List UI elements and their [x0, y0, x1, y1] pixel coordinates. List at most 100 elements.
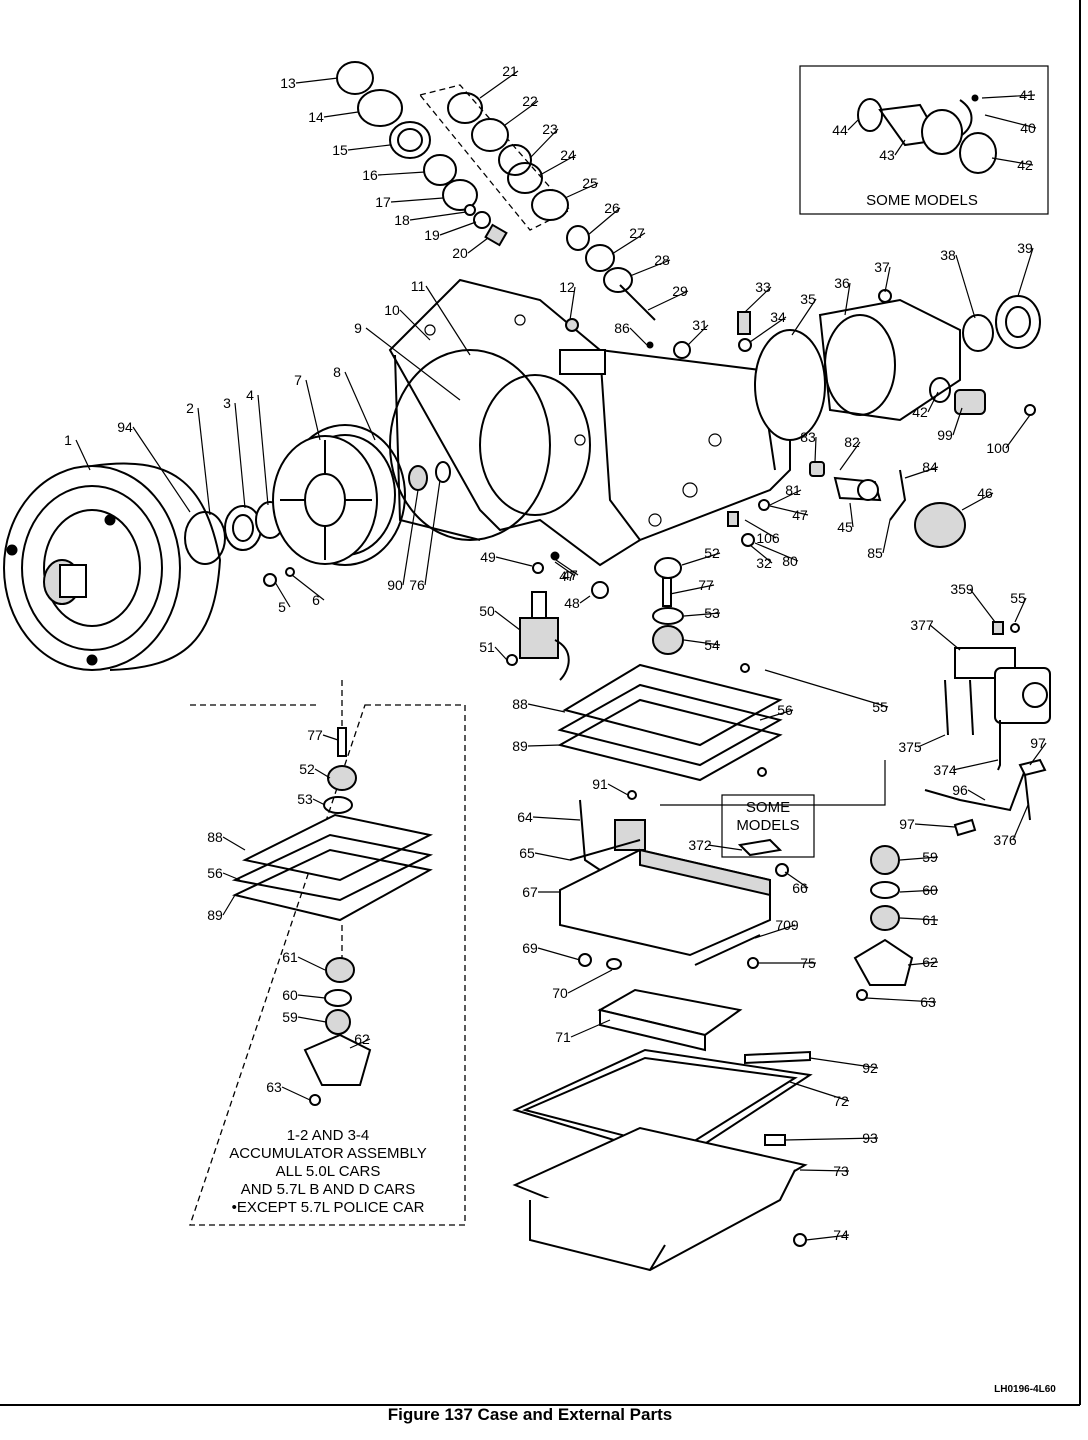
callout-47: 47 — [562, 567, 578, 583]
leader-line-48 — [579, 595, 591, 604]
callout-96: 96 — [952, 782, 968, 798]
leader-lines — [75, 70, 1047, 1241]
callout-375: 375 — [898, 739, 922, 755]
leader-line-18 — [409, 211, 467, 221]
callout-31: 31 — [692, 317, 708, 333]
leader-line-74 — [805, 1234, 850, 1241]
leader-line-62 — [349, 1038, 371, 1049]
leader-line-61 — [899, 917, 939, 921]
leader-line-42 — [991, 157, 1034, 166]
callout-15: 15 — [332, 142, 348, 158]
callout-25: 25 — [582, 175, 598, 191]
leader-line-52 — [314, 768, 331, 779]
callout-23: 23 — [542, 121, 558, 137]
leader-line-86 — [629, 327, 649, 347]
callout-54: 54 — [704, 637, 720, 653]
leader-line-39 — [1017, 247, 1034, 297]
callout-11: 11 — [411, 278, 426, 294]
transmission-case — [388, 278, 791, 567]
callout-89: 89 — [512, 738, 528, 754]
leader-line-73 — [799, 1169, 850, 1172]
leader-line-32 — [749, 544, 773, 564]
leader-line-90 — [402, 489, 419, 586]
callout-47: 47 — [792, 507, 808, 523]
callout-52: 52 — [704, 545, 720, 561]
callout-37: 37 — [874, 259, 890, 275]
callout-62: 62 — [922, 954, 938, 970]
callout-39: 39 — [1017, 240, 1033, 256]
leader-line-77 — [669, 584, 715, 595]
callout-26: 26 — [604, 200, 620, 216]
leader-line-7 — [305, 379, 321, 441]
leader-line-29 — [647, 290, 689, 311]
figure-caption: Figure 137 Case and External Parts — [388, 1405, 672, 1424]
callout-97: 97 — [899, 816, 915, 832]
leader-line-106 — [744, 519, 777, 539]
leader-line-97 — [1029, 742, 1047, 766]
leader-line-31 — [687, 324, 709, 346]
pressure-switch-assembly — [924, 621, 1051, 837]
callout-86: 86 — [614, 320, 630, 336]
leader-line-51 — [494, 646, 508, 661]
callout-13: 13 — [280, 75, 296, 91]
leader-line-70 — [567, 969, 613, 994]
leader-line-10 — [399, 309, 431, 341]
callout-106: 106 — [756, 530, 780, 546]
oil-pan-assembly — [512, 1048, 813, 1272]
callout-73: 73 — [833, 1163, 849, 1179]
callout-28: 28 — [654, 252, 670, 268]
callout-76: 76 — [409, 577, 425, 593]
callout-52: 52 — [299, 761, 315, 777]
callout-51: 51 — [479, 639, 495, 655]
leader-line-77 — [322, 734, 339, 741]
callout-42: 42 — [1017, 157, 1033, 173]
solenoid-assembly — [506, 591, 570, 681]
leader-line-26 — [587, 207, 621, 236]
callout-61: 61 — [282, 949, 298, 965]
callout-48: 48 — [564, 595, 580, 611]
callout-372: 372 — [688, 837, 712, 853]
leader-line-59 — [297, 1016, 327, 1023]
leader-line-62 — [907, 961, 939, 966]
leader-line-55 — [764, 669, 889, 708]
callout-41: 41 — [1019, 87, 1035, 103]
leader-line-17 — [390, 197, 444, 203]
leader-line-43 — [894, 139, 906, 156]
callout-3: 3 — [223, 395, 231, 411]
leader-line-56 — [759, 709, 794, 721]
torque-converter — [3, 462, 222, 671]
leader-line-53 — [683, 612, 721, 617]
leader-line-50 — [494, 610, 521, 631]
callout-74: 74 — [833, 1227, 849, 1243]
leader-line-9 — [365, 327, 461, 401]
leader-line-76 — [424, 479, 441, 586]
leader-line-376 — [1012, 804, 1029, 841]
valve-body — [559, 799, 789, 1052]
leader-line-12 — [569, 286, 576, 321]
callout-56: 56 — [207, 865, 223, 881]
leader-line-13 — [295, 77, 339, 84]
callout-46: 46 — [977, 485, 993, 501]
leader-line-34 — [749, 316, 787, 343]
accumulator-line-3: ALL 5.0L CARS — [276, 1163, 381, 1180]
leader-line-92 — [809, 1057, 879, 1069]
callout-7: 7 — [294, 372, 302, 388]
callout-71: 71 — [555, 1029, 571, 1045]
leader-line-97 — [914, 823, 956, 828]
leader-line-89 — [222, 894, 236, 916]
center-accumulator-stack — [652, 557, 684, 655]
leader-line-372 — [707, 844, 743, 851]
some-models-mid-label-2: MODELS — [736, 817, 799, 834]
leader-line-93 — [784, 1137, 879, 1141]
callout-8: 8 — [333, 364, 341, 380]
leader-line-3 — [234, 402, 246, 509]
leader-line-96 — [967, 789, 986, 801]
callout-60: 60 — [282, 987, 298, 1003]
some-models-mid-label-1: SOME — [746, 799, 790, 816]
accumulator-line-4: AND 5.7L B AND D CARS — [241, 1181, 416, 1198]
spacer-plates — [557, 663, 886, 806]
accumulator-line-2: ACCUMULATOR ASSEMBLY — [229, 1145, 427, 1162]
callout-49: 49 — [480, 549, 496, 565]
